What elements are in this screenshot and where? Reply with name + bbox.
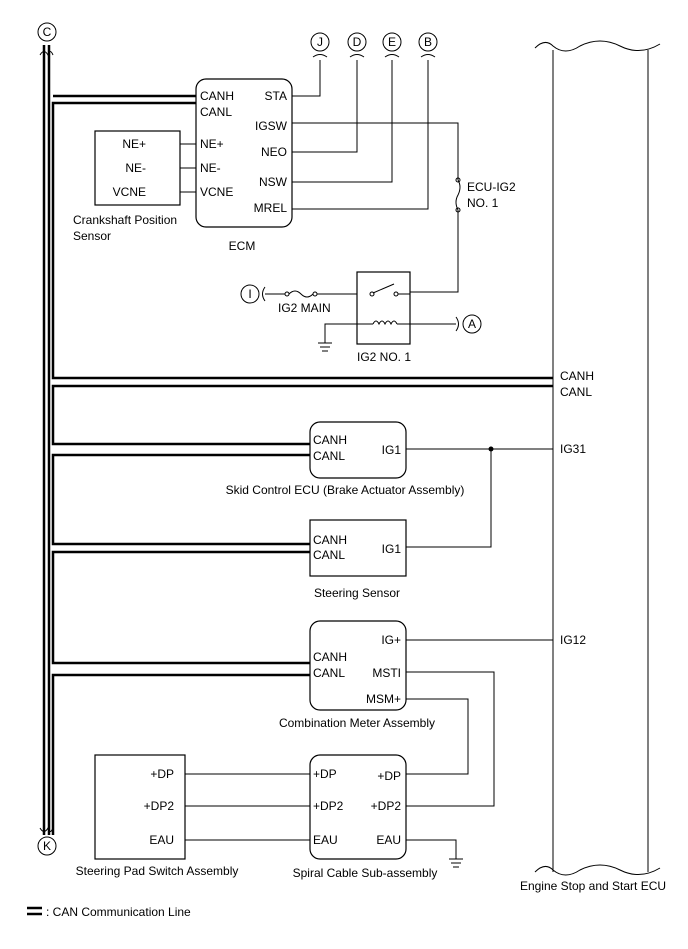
can-branch-skid	[51, 393, 310, 463]
svg-text:ECM: ECM	[229, 239, 256, 253]
svg-text:CANH: CANH	[313, 650, 347, 664]
svg-text:CANL: CANL	[313, 666, 345, 680]
ecm: CANH CANL NE+ NE- VCNE STA IGSW NEO NSW …	[195, 78, 293, 253]
svg-text:EAU: EAU	[313, 833, 338, 847]
skid-control-ecu: CANH CANL IG1 Skid Control ECU (Brake Ac…	[226, 421, 465, 497]
svg-text:Sensor: Sensor	[73, 229, 111, 243]
svg-text:IG1: IG1	[382, 443, 402, 457]
can-branch-meter	[51, 560, 310, 835]
svg-text:CANL: CANL	[200, 105, 232, 119]
svg-text:CANH: CANH	[313, 533, 347, 547]
svg-text:+DP: +DP	[150, 767, 174, 781]
svg-text:Combination Meter Assembly: Combination Meter Assembly	[279, 716, 435, 730]
crankshaft-position-sensor: NE+ NE- VCNE Crankshaft Position Sensor	[73, 130, 181, 243]
connector-a: A	[455, 314, 482, 334]
can-branch-engine-ecu	[51, 106, 553, 393]
svg-text:Spiral Cable Sub-assembly: Spiral Cable Sub-assembly	[293, 866, 438, 880]
connector-d: D	[347, 32, 367, 58]
svg-text:E: E	[388, 35, 396, 49]
fuse-ig2-main: IG2 MAIN	[265, 290, 370, 315]
connector-b: B	[418, 32, 438, 58]
svg-text:A: A	[468, 317, 476, 331]
connector-j: J	[310, 32, 330, 58]
svg-text:NEO: NEO	[261, 145, 287, 159]
svg-text:B: B	[424, 35, 432, 49]
svg-text:NSW: NSW	[259, 175, 288, 189]
svg-text:NE-: NE-	[125, 161, 146, 175]
svg-text:+DP: +DP	[313, 767, 337, 781]
crank-to-ecm-wires	[180, 143, 196, 193]
svg-text:IG+: IG+	[381, 633, 401, 647]
ig31-wires	[406, 446, 553, 548]
svg-text:CANH: CANH	[560, 369, 594, 383]
svg-text:CANL: CANL	[313, 449, 345, 463]
svg-text:Crankshaft Position: Crankshaft Position	[73, 213, 177, 227]
connector-c: C	[37, 22, 57, 42]
svg-text:+DP2: +DP2	[313, 799, 344, 813]
svg-text:STA: STA	[265, 89, 287, 103]
relay-ig2-no1: IG2 NO. 1	[318, 271, 456, 364]
svg-text:IG2 MAIN: IG2 MAIN	[278, 301, 331, 315]
svg-text:+DP2: +DP2	[371, 799, 402, 813]
connector-i: I	[240, 284, 266, 304]
svg-text:EAU: EAU	[149, 833, 174, 847]
fuse-ecu-ig2: ECU-IG2 NO. 1	[455, 177, 516, 213]
combination-meter: IG+ CANH CANL MSTI MSM+ Combination Mete…	[279, 620, 435, 730]
ecm-output-wires	[292, 60, 459, 293]
svg-text:MREL: MREL	[254, 201, 288, 215]
svg-text:: CAN Communication Line: : CAN Communication Line	[46, 905, 191, 919]
meter-wires	[406, 639, 553, 807]
svg-text:MSTI: MSTI	[372, 666, 401, 680]
can-bus-trunk	[39, 45, 54, 835]
can-branch-ecm	[51, 94, 196, 106]
legend: : CAN Communication Line	[27, 905, 191, 919]
connector-e: E	[382, 32, 402, 58]
svg-text:+DP2: +DP2	[144, 799, 175, 813]
svg-text:NE+: NE+	[200, 137, 224, 151]
svg-text:VCNE: VCNE	[113, 185, 146, 199]
engine-stop-start-ecu: CANH CANL IG31 IG12 Engine Stop and Star…	[520, 40, 666, 893]
svg-text:K: K	[43, 839, 51, 853]
svg-text:NE+: NE+	[122, 137, 146, 151]
svg-text:NO. 1: NO. 1	[467, 196, 499, 210]
svg-text:MSM+: MSM+	[366, 692, 401, 706]
svg-text:ECU-IG2: ECU-IG2	[467, 180, 516, 194]
svg-text:IG2 NO. 1: IG2 NO. 1	[357, 350, 411, 364]
svg-text:VCNE: VCNE	[200, 185, 233, 199]
svg-text:IG1: IG1	[382, 542, 402, 556]
steering-pad-switch: +DP +DP2 EAU Steering Pad Switch Assembl…	[76, 754, 239, 878]
svg-text:J: J	[317, 35, 323, 49]
svg-text:NE-: NE-	[200, 161, 221, 175]
svg-text:CANL: CANL	[560, 385, 592, 399]
svg-text:EAU: EAU	[376, 833, 401, 847]
svg-text:Steering Pad Switch Assembly: Steering Pad Switch Assembly	[76, 864, 239, 878]
steering-sensor: CANH CANL IG1 Steering Sensor	[309, 519, 407, 600]
svg-text:C: C	[43, 25, 52, 39]
svg-text:I: I	[248, 287, 251, 301]
svg-text:Skid Control ECU (Brake Actuat: Skid Control ECU (Brake Actuator Assembl…	[226, 483, 465, 497]
svg-text:+DP: +DP	[377, 769, 401, 783]
svg-text:Engine Stop and Start ECU: Engine Stop and Start ECU	[520, 879, 666, 893]
svg-text:CANH: CANH	[200, 89, 234, 103]
svg-text:Steering Sensor: Steering Sensor	[314, 586, 400, 600]
svg-text:IG31: IG31	[560, 442, 586, 456]
svg-text:D: D	[353, 35, 362, 49]
spiral-cable: +DP +DP2 EAU +DP +DP2 EAU Spiral Cable S…	[293, 754, 438, 880]
can-branch-steering-sensor	[51, 463, 310, 560]
svg-text:IG12: IG12	[560, 633, 586, 647]
pad-spiral-wires	[185, 773, 463, 868]
svg-text:CANL: CANL	[313, 548, 345, 562]
svg-text:CANH: CANH	[313, 433, 347, 447]
svg-text:IGSW: IGSW	[255, 119, 288, 133]
connector-k: K	[37, 836, 57, 856]
